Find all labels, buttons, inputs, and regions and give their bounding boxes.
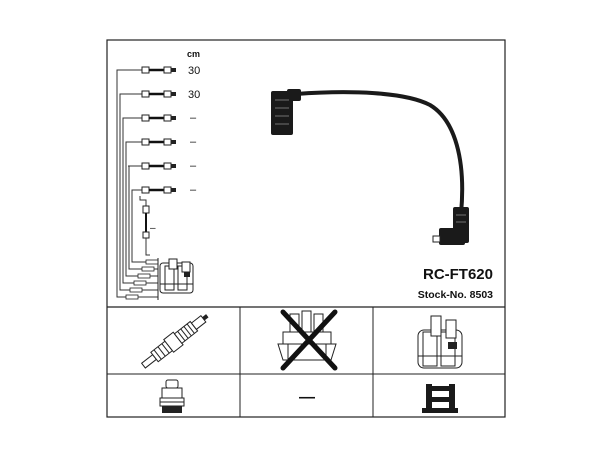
cable-length-list: cm 30 30 – <box>116 49 200 300</box>
none-dash: — <box>299 389 315 406</box>
spark-plug-icon <box>140 314 209 369</box>
cable-row-3: – <box>128 112 197 124</box>
branch-connector: – <box>139 196 156 256</box>
spark-plug-connector-icon <box>159 379 185 413</box>
cable-row-2: 30 <box>128 89 200 101</box>
mini-coil-icon <box>159 258 194 294</box>
top-boot-icon <box>271 89 301 135</box>
cable-length-1: 30 <box>188 65 200 77</box>
ignition-coil-icon <box>417 315 463 369</box>
cable-row-5: – <box>128 160 197 172</box>
cable-length-2: 30 <box>188 89 200 101</box>
coil-connector-icon <box>422 384 458 413</box>
cable-length-3: – <box>190 112 197 124</box>
cable-row-6: – <box>140 184 197 196</box>
terminal-stack <box>125 258 159 300</box>
cable-row-4: – <box>128 136 197 148</box>
excluded-cross-icon <box>280 309 338 371</box>
distributor-cap-icon <box>277 309 338 371</box>
cable-length-6: – <box>190 184 197 196</box>
ignition-cable-illustration <box>271 89 469 245</box>
cable-length-4: – <box>190 136 197 148</box>
branch-length: – <box>150 223 156 234</box>
part-number: RC-FT620 <box>423 266 493 283</box>
cable-length-5: – <box>190 160 197 172</box>
stock-number: Stock-No. 8503 <box>418 289 493 301</box>
frame <box>106 39 506 418</box>
cable-row-1: 30 <box>128 65 200 77</box>
bottom-boot-icon <box>432 207 469 245</box>
unit-label: cm <box>187 49 200 59</box>
